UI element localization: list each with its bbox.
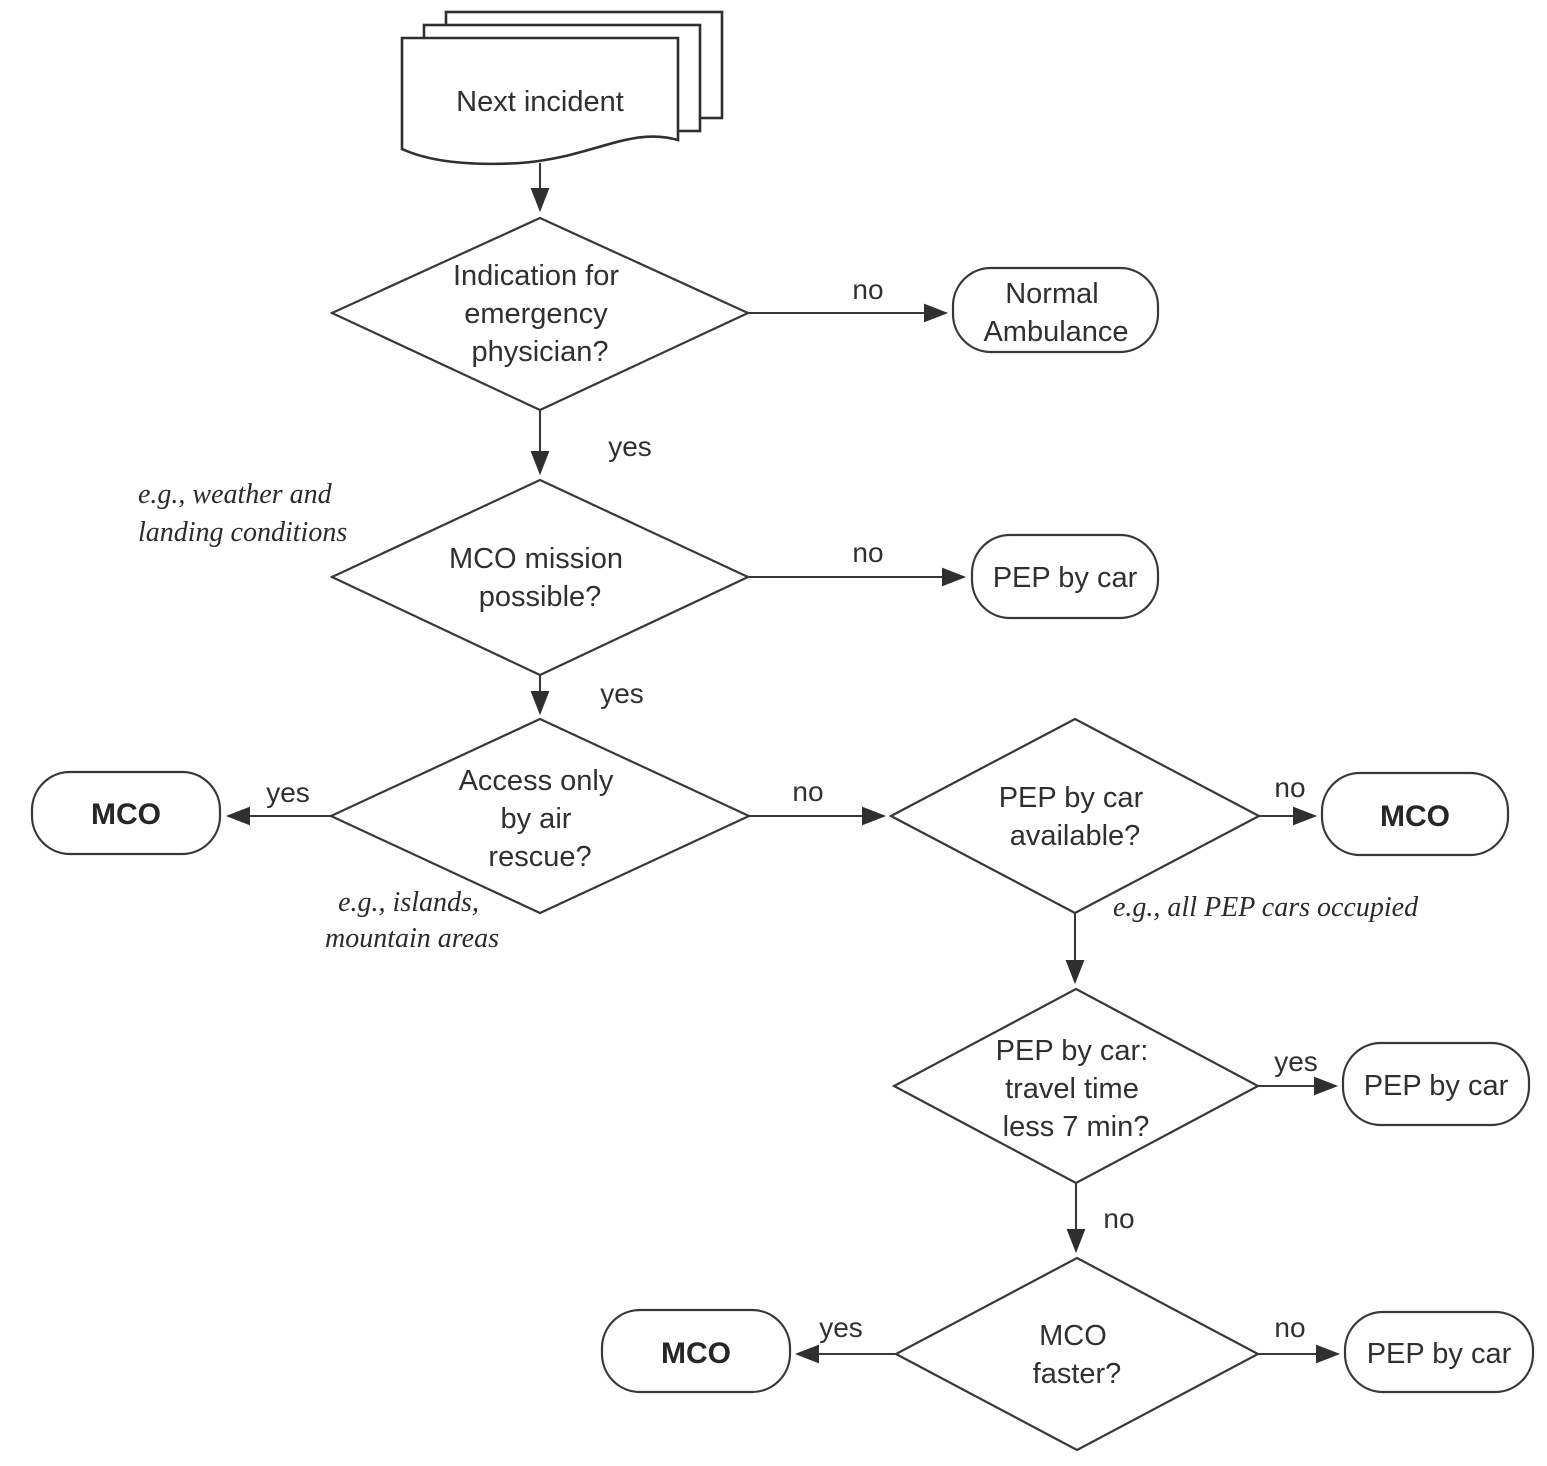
terminal-normal-ambulance-label: Normal Ambulance [983,278,1128,348]
edge-label-d3-yes: yes [266,777,310,808]
edge-label-d4-no: no [1274,772,1305,803]
decision-mco-faster-label: MCO faster? [1033,1320,1122,1390]
terminator-shape [970,533,1160,620]
decision-access-air-rescue-label: Access only by air rescue? [459,765,622,873]
terminal-mco-right-label: MCO [1380,800,1450,833]
decision-pep-travel-time: PEP by car: travel time less 7 min? [891,987,1261,1185]
decision-access-air-rescue: Access only by air rescue? [328,717,752,915]
edge-label-d1-yes: yes [608,431,652,462]
decision-mco-mission-possible-label: MCO mission possible? [449,543,631,613]
terminator-shape [600,1308,792,1394]
terminal-mco-bottom-label: MCO [661,1337,731,1370]
annotation-islands: e.g., islands, mountain areas [325,887,499,954]
document-sheet-front-icon [400,36,680,166]
decision-pep-car-available: PEP by car available? [888,717,1262,915]
start-node-next-incident: Next incident [400,10,724,166]
terminal-mco-left: MCO [30,770,222,856]
diamond-shape [893,1256,1261,1452]
edge-label-d6-no: no [1274,1312,1305,1343]
terminal-pep-by-car-row2-label: PEP by car [993,562,1138,594]
terminator-shape [30,770,222,856]
edge-labels: no yes no yes yes no no yes no yes no [266,274,1318,1343]
diamond-shape [329,216,751,412]
edge-label-d2-no: no [852,537,883,568]
edges [225,163,1341,1364]
terminal-pep-by-car-row5: PEP by car [1341,1041,1531,1127]
annotations: e.g., weather and landing conditions e.g… [138,479,1419,954]
edge-label-d5-yes: yes [1274,1046,1318,1077]
terminator-shape [1320,771,1510,857]
diamond-shape [328,717,752,915]
terminal-mco-left-label: MCO [91,798,161,831]
terminal-pep-by-car-row2: PEP by car [970,533,1160,620]
annotation-pep-occupied: e.g., all PEP cars occupied [1113,892,1419,923]
terminal-mco-right: MCO [1320,771,1510,857]
start-node-label: Next incident [456,86,624,118]
decision-mco-faster: MCO faster? [893,1256,1261,1452]
annotation-weather: e.g., weather and landing conditions [138,479,347,548]
terminator-shape [951,266,1160,354]
terminal-mco-bottom: MCO [600,1308,792,1394]
terminal-normal-ambulance: Normal Ambulance [951,266,1160,354]
edge-label-d2-yes: yes [600,678,644,709]
terminal-pep-by-car-row6: PEP by car [1343,1310,1535,1394]
edge-label-d1-no: no [852,274,883,305]
edge-label-d5-no: no [1103,1203,1134,1234]
decision-indication-physician: Indication for emergency physician? [329,216,751,412]
terminal-pep-by-car-row6-label: PEP by car [1367,1338,1512,1370]
decision-pep-travel-time-label: PEP by car: travel time less 7 min? [996,1035,1157,1143]
diamond-shape [329,478,751,677]
diamond-shape [891,987,1261,1185]
diamond-shape [888,717,1262,915]
edge-label-d3-no: no [792,776,823,807]
terminator-shape [1343,1310,1535,1394]
decision-pep-car-available-label: PEP by car available? [999,782,1152,852]
terminal-pep-by-car-row5-label: PEP by car [1364,1070,1509,1102]
edge-label-d6-yes: yes [819,1312,863,1343]
terminator-shape [1341,1041,1531,1127]
decision-mco-mission-possible: MCO mission possible? [329,478,751,677]
decision-indication-physician-label: Indication for emergency physician? [453,260,627,368]
